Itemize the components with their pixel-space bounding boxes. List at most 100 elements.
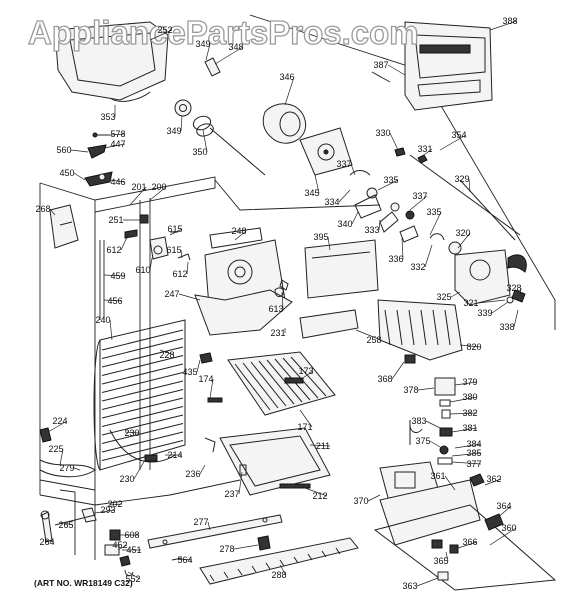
callout-335: 335 (383, 175, 398, 185)
wires-line (258, 360, 295, 405)
auger-parts (174, 57, 307, 176)
trays-line (444, 309, 451, 346)
callout-383: 383 (411, 416, 426, 426)
callout-361: 361 (430, 471, 445, 481)
leader-612 (186, 261, 189, 275)
fins-line (101, 380, 184, 402)
fins-line (101, 346, 184, 368)
callout-365: 365 (433, 556, 448, 566)
leader-225 (59, 448, 64, 466)
callout-333: 333 (364, 225, 379, 235)
leader-368 (391, 361, 405, 380)
leader-247 (178, 293, 201, 301)
bracket-345 (299, 127, 353, 176)
dispenser-housing-387 (404, 21, 493, 111)
grille-line (223, 571, 229, 579)
callout-247: 247 (164, 289, 179, 299)
callout-268: 268 (35, 204, 50, 214)
bottom-rail-parts (40, 507, 97, 543)
callout-240: 240 (95, 315, 110, 325)
panel-395 (304, 239, 379, 299)
leader-339 (491, 301, 509, 314)
callout-252: 252 (157, 25, 172, 35)
callout-293: 293 (100, 505, 115, 515)
leader-578 (109, 133, 126, 136)
leader-332 (424, 244, 433, 268)
callout-200: 200 (151, 182, 166, 192)
leader-613 (281, 291, 284, 310)
callout-350: 350 (192, 147, 207, 157)
callout-202: 202 (107, 499, 122, 509)
leader-337 (350, 163, 356, 176)
leader-328 (519, 287, 522, 297)
leader-248 (234, 230, 247, 241)
leader-338 (513, 309, 519, 328)
valve-parts-378 (409, 377, 456, 465)
callout-378: 378 (403, 385, 418, 395)
leader-258 (355, 329, 382, 341)
callout-360: 360 (501, 523, 516, 533)
leader-237 (238, 471, 243, 495)
leader-450 (73, 172, 86, 181)
leader-820 (459, 344, 482, 348)
grille-line (265, 562, 271, 570)
callout-330: 330 (375, 128, 390, 138)
leader-383 (425, 420, 441, 429)
callout-279: 279 (59, 463, 74, 473)
callout-328: 328 (506, 283, 521, 293)
callout-446: 446 (110, 177, 125, 187)
leader-552 (127, 571, 141, 580)
grille-line (335, 547, 341, 555)
wires-line (290, 356, 327, 397)
leader-610 (149, 257, 153, 271)
leader-564 (179, 558, 193, 561)
trays-line (432, 309, 439, 346)
watermark-text: AppliancePartsPros.com (28, 14, 419, 51)
callout-459: 459 (110, 271, 125, 281)
callout-265: 265 (58, 520, 73, 530)
callout-212: 212 (312, 491, 327, 501)
callout-615: 615 (167, 224, 182, 234)
leader-360 (489, 527, 517, 546)
callout-334: 334 (324, 197, 339, 207)
leader-211 (309, 444, 331, 447)
leader-325 (450, 291, 461, 298)
leader-370 (367, 494, 381, 502)
leader-331 (419, 148, 433, 159)
leader-252 (149, 29, 173, 41)
leader-333 (378, 219, 381, 231)
callout-211: 211 (316, 441, 330, 451)
grille-line (279, 559, 285, 567)
fins-line (101, 329, 184, 351)
grille-line (293, 556, 299, 564)
leader-381 (451, 427, 478, 433)
wires-line (250, 361, 287, 407)
linkage-parts (349, 147, 521, 243)
callout-228: 228 (159, 350, 174, 360)
leader-346 (284, 76, 295, 106)
callout-173: 173 (298, 366, 313, 376)
ice-maker-820 (299, 299, 463, 364)
callout-560: 560 (56, 145, 71, 155)
leader-365 (445, 551, 449, 562)
trays-line (396, 309, 403, 346)
fins-line (101, 397, 184, 419)
leader-336 (401, 237, 404, 260)
leader-378 (417, 387, 435, 391)
leader-335 (429, 211, 442, 236)
leader-268 (49, 208, 56, 216)
fins-line (101, 338, 184, 359)
art-number: (ART NO. WR18149 C32) (34, 578, 133, 588)
leader-230 (133, 459, 146, 480)
callout-615: 615 (166, 245, 181, 255)
callout-564: 564 (177, 555, 192, 565)
callout-578: 578 (110, 129, 125, 139)
fins-line (101, 414, 184, 436)
leader-212 (304, 487, 328, 497)
callout-201: 201 (131, 182, 146, 192)
leader-340 (351, 211, 359, 225)
callout-278: 278 (219, 544, 234, 554)
callout-320: 320 (455, 228, 470, 238)
small-parts-center (199, 352, 247, 476)
